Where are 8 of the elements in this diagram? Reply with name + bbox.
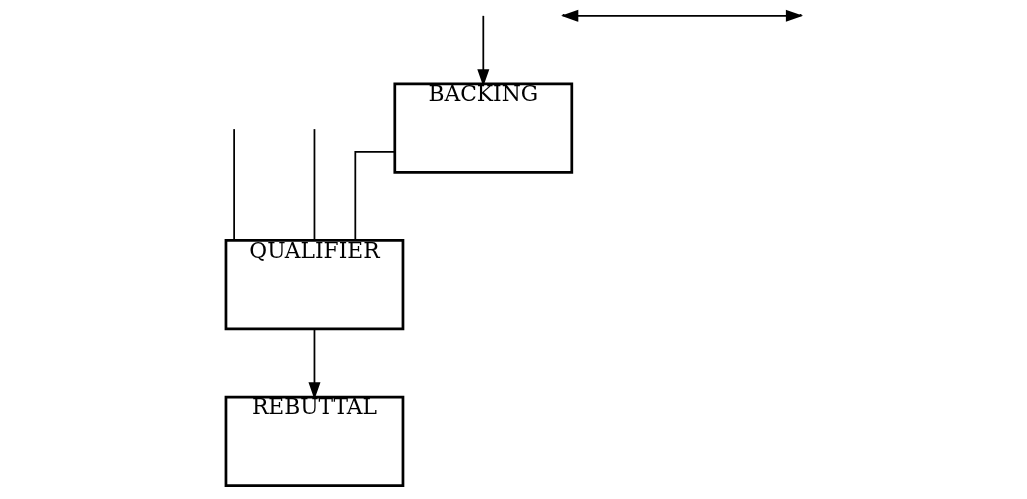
node-box: BACKING — [393, 82, 574, 174]
arrow — [477, 14, 490, 86]
node-box: QUALIFIER — [224, 238, 405, 330]
connector — [233, 127, 235, 241]
arrow — [308, 327, 321, 399]
node-box: REBUTTAL — [224, 395, 405, 487]
connector — [313, 127, 316, 241]
connector — [354, 150, 396, 241]
